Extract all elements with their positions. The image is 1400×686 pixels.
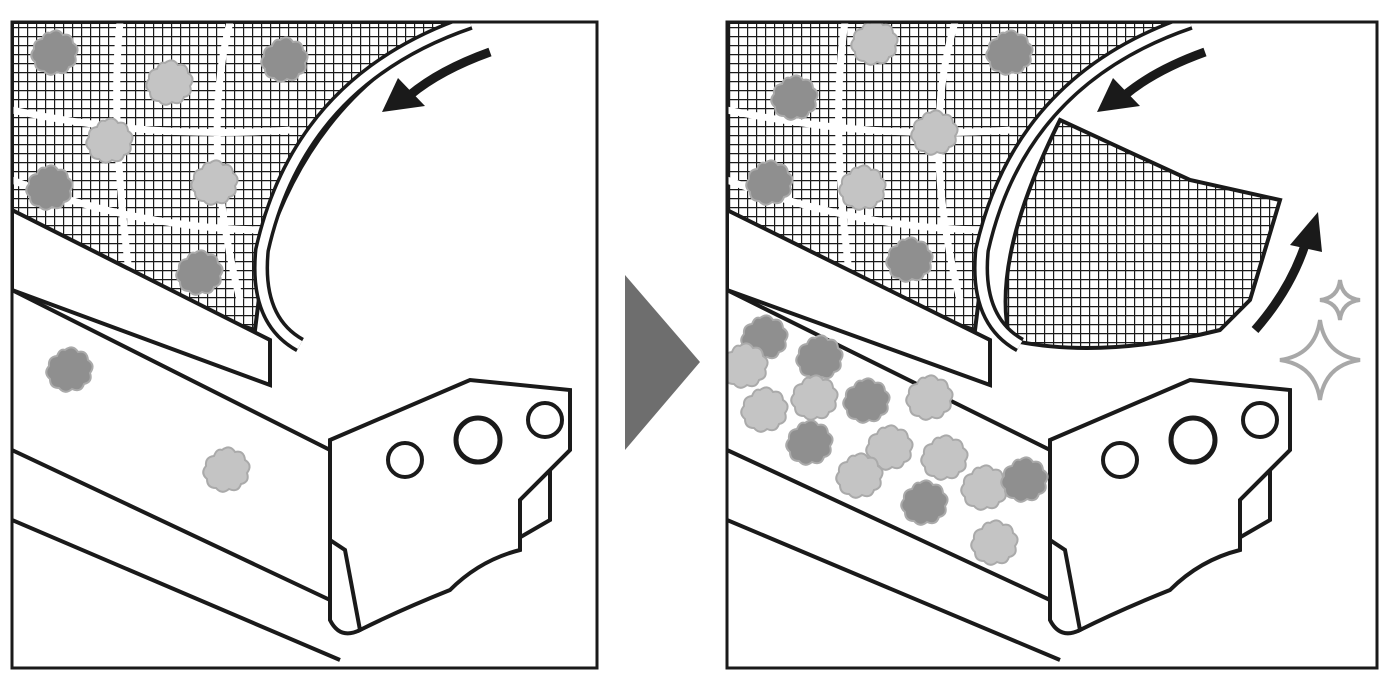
screw-icon (1101, 441, 1139, 479)
pivot-icon (1168, 415, 1218, 465)
panel-before (12, 22, 597, 668)
end-cap (1048, 377, 1292, 633)
pivot-icon (453, 415, 503, 465)
rotation-arrow-icon (1122, 47, 1207, 99)
end-cap (328, 377, 572, 633)
dust-tray (727, 207, 992, 388)
next-step-arrow-icon (625, 275, 700, 450)
rotation-arrow-icon (407, 47, 492, 99)
screw-icon (526, 401, 564, 439)
panel-after (727, 22, 1377, 668)
screw-icon (1241, 401, 1279, 439)
dust-tray (12, 207, 272, 388)
screw-icon (386, 441, 424, 479)
sparkle-icon (1279, 279, 1361, 401)
lift-arrow-icon (1251, 243, 1310, 333)
